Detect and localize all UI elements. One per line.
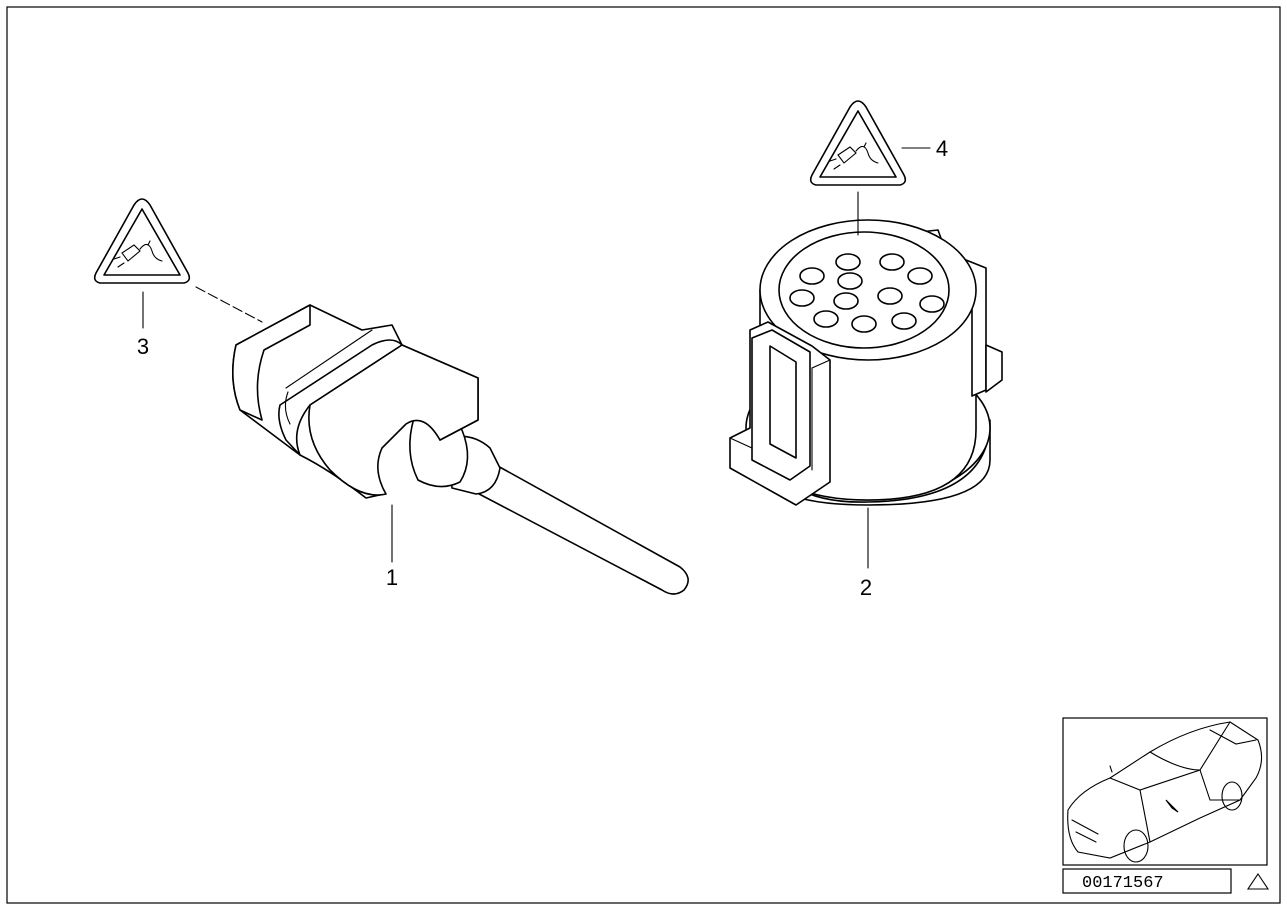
callout-2: 2 bbox=[860, 575, 872, 600]
connector-warning-icon-3 bbox=[93, 198, 191, 284]
part-2-round-connector[interactable] bbox=[729, 219, 1003, 506]
reference-box bbox=[1062, 868, 1232, 894]
part-1-temperature-sensor[interactable] bbox=[232, 304, 689, 595]
triangle-icon bbox=[1246, 873, 1270, 890]
leader-lines bbox=[142, 147, 931, 569]
connector-pins bbox=[789, 253, 945, 333]
connector-warning-icon-4 bbox=[809, 100, 907, 186]
callout-1: 1 bbox=[386, 565, 398, 590]
car-thumbnail[interactable] bbox=[1062, 717, 1268, 866]
callout-4: 4 bbox=[936, 136, 948, 161]
reference-number: 00171567 bbox=[1082, 874, 1164, 893]
callout-3: 3 bbox=[137, 334, 149, 359]
diagram-frame bbox=[6, 6, 1281, 904]
